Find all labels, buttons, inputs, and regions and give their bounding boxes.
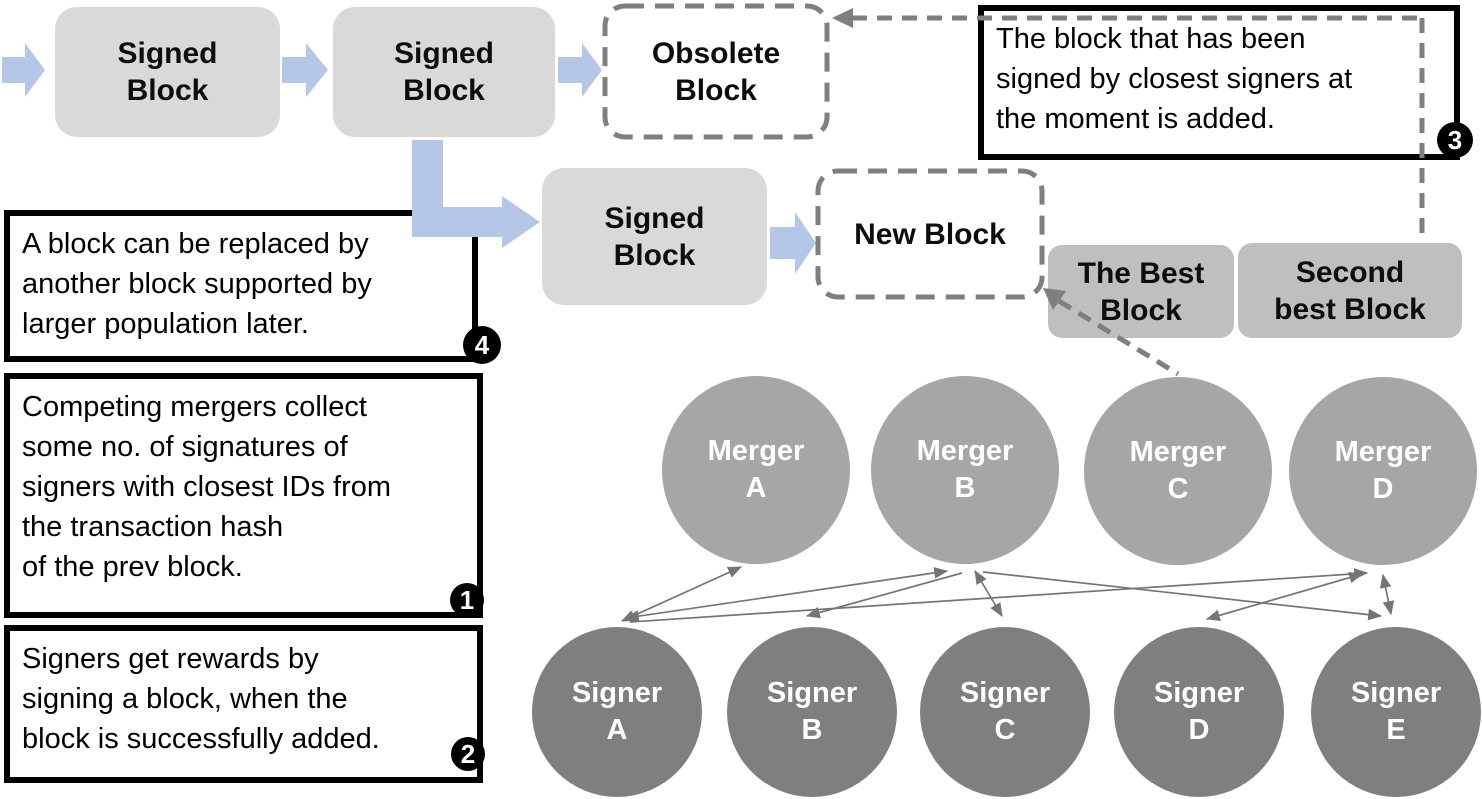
edge-merger-b-signer-e xyxy=(982,571,1383,621)
signer-b-node: Signer B xyxy=(727,627,897,797)
edge-merger-d-signer-d xyxy=(1205,571,1364,622)
obsolete-block-label: Obsolete Block xyxy=(651,36,781,107)
second-best-block-label: Second best Block xyxy=(1274,255,1426,326)
merger-d-node: Merger D xyxy=(1289,377,1477,565)
flow-arrow-icon-2 xyxy=(282,43,328,97)
merger-d-label: Merger D xyxy=(1334,436,1432,505)
signer-e-label: Signer E xyxy=(1350,677,1442,746)
obsolete-block: Obsolete Block xyxy=(602,3,830,140)
best-block: The Best Block xyxy=(1048,245,1234,338)
signed-block-3: Signed Block xyxy=(542,168,767,305)
edge-merger-b-signer-b xyxy=(805,572,963,619)
note-4: A block can be replaced by another block… xyxy=(4,210,478,362)
note-1: Competing mergers collect some no. of si… xyxy=(4,373,483,618)
merger-b-label: Merger B xyxy=(916,435,1014,504)
note-1-text: Competing mergers collect some no. of si… xyxy=(22,391,392,583)
signer-e-node: Signer E xyxy=(1311,627,1481,797)
flow-arrow-icon-1 xyxy=(2,43,45,97)
merger-b-node: Merger B xyxy=(871,376,1059,564)
note-2: Signers get rewards by signing a block, … xyxy=(4,625,483,783)
note-3-text: The block that has been signed by closes… xyxy=(996,23,1353,135)
note-4-number-badge: 4 xyxy=(463,326,501,364)
signed-block-1: Signed Block xyxy=(55,7,280,137)
edge-signer-a-merger-a xyxy=(620,566,743,622)
signer-a-label: Signer A xyxy=(571,677,663,746)
second-best-block: Second best Block xyxy=(1238,243,1462,338)
dashed-link-arrowhead-obsolete xyxy=(832,8,853,28)
edge-merger-b-signer-c xyxy=(974,569,1003,618)
flow-arrow-icon-3 xyxy=(558,43,602,97)
note-2-text: Signers get rewards by signing a block, … xyxy=(22,643,380,755)
note-2-number-badge: 2 xyxy=(451,737,485,771)
edge-merger-d-signer-e xyxy=(1379,573,1395,616)
merger-c-label: Merger C xyxy=(1129,436,1227,505)
signer-c-node: Signer C xyxy=(920,627,1090,797)
signer-b-label: Signer B xyxy=(766,677,858,746)
note-3: The block that has been signed by closes… xyxy=(978,5,1460,160)
edge-signer-a-merger-d xyxy=(629,568,1369,623)
signed-block-1-label: Signed Block xyxy=(117,37,218,107)
signer-c-label: Signer C xyxy=(959,677,1051,746)
signed-block-3-label: Signed Block xyxy=(604,201,705,272)
note-1-number-badge: 1 xyxy=(450,583,484,617)
note-4-text: A block can be replaced by another block… xyxy=(22,228,372,340)
edge-signer-a-merger-b xyxy=(624,567,949,622)
best-block-label: The Best Block xyxy=(1077,256,1205,327)
merger-c-node: Merger C xyxy=(1084,377,1272,565)
merger-a-node: Merger A xyxy=(662,376,850,564)
signer-d-label: Signer D xyxy=(1153,677,1245,746)
signer-d-node: Signer D xyxy=(1114,627,1284,797)
signed-block-2-label: Signed Block xyxy=(393,37,494,107)
new-block-label: New Block xyxy=(854,217,1006,251)
note-3-number-badge: 3 xyxy=(1437,122,1473,158)
new-block: New Block xyxy=(815,168,1045,300)
flow-arrow-icon-4 xyxy=(770,212,816,274)
merger-a-label: Merger A xyxy=(707,435,805,504)
signer-a-node: Signer A xyxy=(532,627,702,797)
signed-block-2: Signed Block xyxy=(333,7,555,137)
